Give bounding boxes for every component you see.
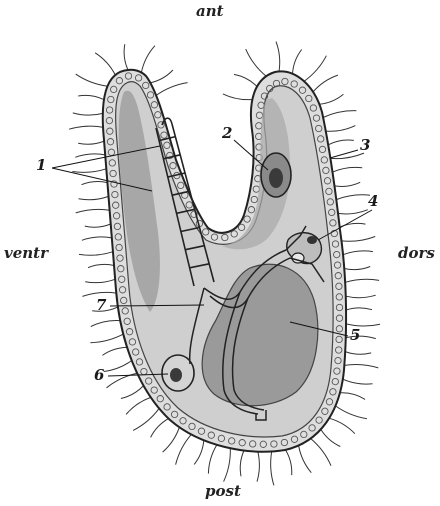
cilium	[311, 439, 331, 466]
cilium	[338, 210, 368, 214]
cilium	[304, 56, 326, 82]
cilium	[342, 237, 376, 242]
cilium	[345, 352, 371, 355]
cilium	[335, 182, 361, 186]
cilium	[313, 75, 338, 92]
cilium	[150, 70, 173, 83]
cilium	[246, 49, 267, 76]
cilium	[346, 295, 376, 298]
cilium	[293, 50, 302, 74]
cilium	[344, 267, 370, 270]
cilium	[340, 393, 365, 400]
cilium	[343, 379, 373, 384]
cilium	[271, 451, 274, 485]
cilium	[91, 320, 120, 326]
cilium	[299, 446, 312, 473]
cilium	[333, 167, 363, 172]
cilium	[73, 113, 103, 115]
cilium	[78, 95, 104, 99]
cilium	[156, 83, 188, 96]
cilium	[95, 53, 115, 75]
cilium	[69, 126, 103, 129]
ventral-organ-nucleus	[170, 368, 182, 382]
cilium	[141, 46, 155, 73]
cilium	[286, 450, 292, 475]
cilium	[326, 126, 356, 132]
label-7: 7	[96, 296, 107, 314]
cilium	[346, 308, 372, 310]
cilium	[133, 408, 159, 430]
cilium	[124, 44, 128, 70]
cilium	[329, 418, 355, 434]
cilium	[223, 94, 253, 100]
cilium	[276, 42, 280, 72]
cilium	[345, 279, 379, 282]
cilium	[224, 448, 231, 481]
cilium	[82, 237, 112, 240]
cilium	[328, 140, 354, 145]
cilium	[85, 224, 111, 227]
cilium	[82, 181, 108, 184]
cilium	[321, 429, 341, 446]
cilium	[121, 386, 144, 399]
cilium	[126, 397, 151, 414]
cilium	[72, 169, 106, 173]
cilium	[336, 195, 370, 200]
anterior-label: ant	[196, 4, 224, 19]
label-1: 1	[36, 156, 46, 174]
cilium	[208, 445, 217, 474]
label-2: 2	[221, 124, 232, 142]
cilium	[76, 209, 110, 213]
ventral-label: ventr	[4, 246, 48, 261]
label-6: 6	[94, 366, 105, 384]
cilium	[234, 74, 257, 86]
cilium	[323, 111, 356, 118]
label-4: 4	[368, 192, 378, 210]
cilium	[90, 334, 123, 343]
vesicle-dark	[307, 236, 317, 244]
dorsal-label: dors	[398, 246, 435, 261]
cilium	[76, 74, 108, 86]
dorsal-organ-nucleus	[269, 168, 283, 188]
cilium	[79, 196, 109, 199]
cilium	[330, 153, 364, 159]
cilium	[85, 279, 115, 282]
cilium	[75, 154, 105, 157]
cilium	[240, 451, 244, 477]
cilium	[78, 141, 104, 144]
cilium	[79, 252, 113, 256]
cilium	[104, 361, 132, 372]
cilium	[344, 364, 378, 367]
cilium	[319, 94, 343, 104]
label-5: 5	[350, 326, 360, 344]
cilium	[257, 452, 259, 482]
cilium	[343, 251, 373, 255]
label-3: 3	[360, 136, 370, 154]
cilium	[102, 347, 127, 355]
cilium	[163, 427, 180, 452]
posterior-label: post	[205, 484, 241, 499]
cilium	[336, 406, 367, 419]
cilium	[194, 440, 204, 464]
cilium	[176, 434, 192, 464]
cilium	[88, 264, 114, 267]
cilium	[151, 419, 169, 438]
